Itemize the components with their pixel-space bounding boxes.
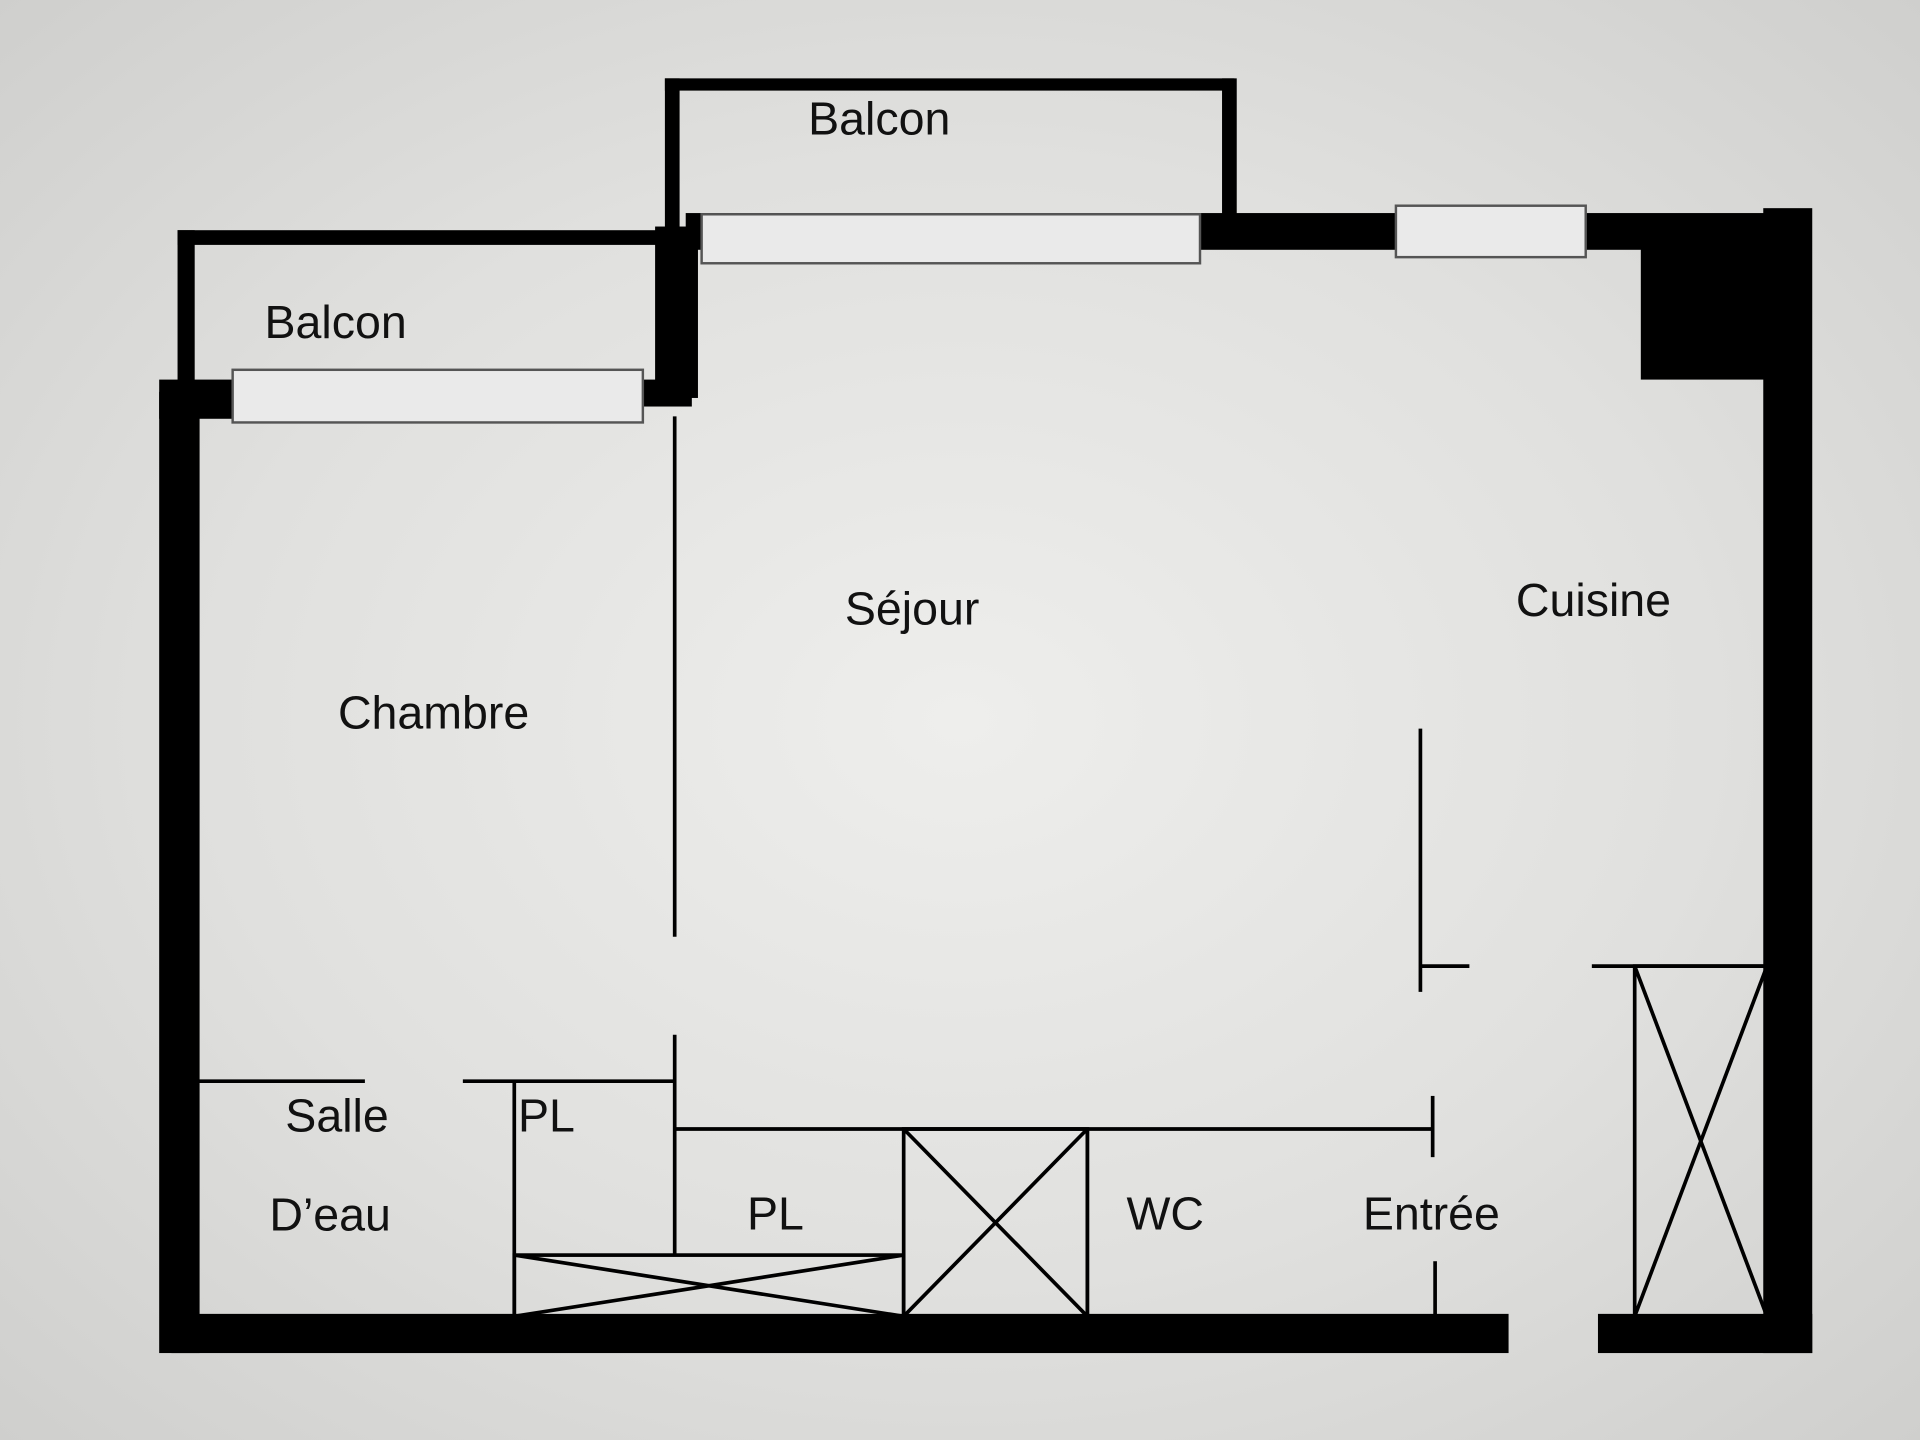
label-salle: Salle — [285, 1089, 388, 1141]
interior-partitions — [195, 416, 1766, 1317]
label-chambre: Chambre — [338, 687, 529, 739]
window-cuisine — [1394, 204, 1587, 259]
label-pl-lower: PL — [747, 1187, 804, 1239]
shaft-middle — [901, 1127, 1090, 1319]
label-cuisine: Cuisine — [1516, 574, 1671, 626]
label-sejour: Séjour — [845, 582, 979, 634]
window-sejour — [700, 213, 1202, 265]
window-chambre — [231, 368, 645, 424]
label-deau: D’eau — [269, 1189, 391, 1241]
balcony-top-walls — [664, 78, 1237, 232]
label-balcon-top: Balcon — [808, 93, 950, 145]
balcony-left-walls — [177, 230, 692, 402]
label-pl-upper: PL — [518, 1089, 575, 1141]
closet-bottom — [512, 1253, 906, 1319]
closet-right — [1632, 964, 1769, 1319]
label-wc: WC — [1127, 1187, 1205, 1239]
label-balcon-left: Balcon — [264, 296, 406, 348]
label-entree: Entrée — [1363, 1187, 1500, 1239]
